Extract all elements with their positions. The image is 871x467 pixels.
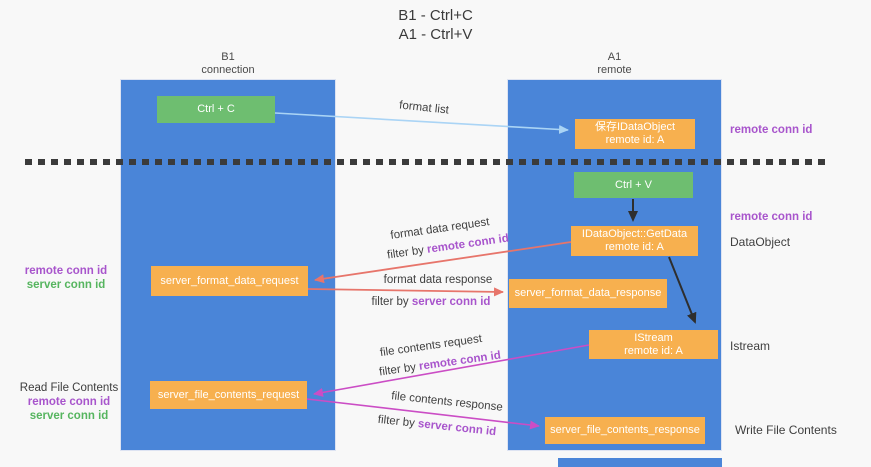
- box-server-format-data-response: server_format_data_response: [509, 279, 667, 308]
- arrow-format-data-response: [307, 287, 504, 297]
- box-idataobject-getdata: IDataObject::GetData remote id: A: [571, 226, 698, 256]
- filter-by-text: filter by: [371, 296, 412, 308]
- label-format-list: format list: [398, 99, 450, 117]
- partial-element-bottom: [558, 458, 722, 467]
- filter-by-text: filter by: [386, 243, 428, 262]
- box-istream-line1: IStream: [634, 331, 673, 344]
- title-line-2: A1 - Ctrl+V: [398, 26, 473, 43]
- filter-key-remote-conn-id: remote conn id: [426, 232, 510, 256]
- label-remote-conn-id-left-top: remote conn id: [24, 265, 108, 277]
- box-ctrl-v-label: Ctrl + V: [615, 178, 652, 191]
- box-server-file-contents-response: server_file_contents_response: [545, 417, 705, 444]
- label-remote-conn-id-left-bottom: remote conn id: [27, 396, 111, 408]
- label-istream: Istream: [730, 339, 771, 353]
- filter-by-text: filter by: [378, 360, 420, 379]
- label-filter-file-response: filter by server conn id: [347, 411, 527, 442]
- title-line-1: B1 - Ctrl+C: [398, 7, 473, 24]
- filter-key-server-conn-id: server conn id: [417, 418, 497, 439]
- label-read-file-contents: Read File Contents: [19, 382, 119, 394]
- phase-separator-dashed-line: [25, 159, 831, 165]
- box-ctrl-c-label: Ctrl + C: [197, 103, 235, 115]
- box-istream-line2: remote id: A: [624, 344, 683, 357]
- box-save-idataobject-line1: 保存IDataObject: [594, 121, 676, 133]
- lifeline-b1-role: connection: [201, 63, 255, 76]
- lifeline-a1-name: A1: [607, 51, 622, 63]
- box-ctrl-v: Ctrl + V: [574, 172, 693, 198]
- box-save-idataobject-line2: remote id: A: [605, 134, 665, 146]
- box-ctrl-c: Ctrl + C: [157, 96, 275, 123]
- lifeline-a1-role: remote: [597, 63, 632, 76]
- label-dataobject: DataObject: [730, 235, 791, 249]
- filter-key-remote-conn-id: remote conn id: [418, 349, 502, 373]
- box-server-file-contents-request: server_file_contents_request: [150, 381, 307, 409]
- box-server-format-data-response-label: server_format_data_response: [514, 287, 662, 299]
- box-idataobject-getdata-line2: remote id: A: [605, 241, 664, 253]
- diagram-title: B1 - Ctrl+C A1 - Ctrl+V: [0, 6, 871, 44]
- box-istream: IStream remote id: A: [589, 330, 718, 359]
- label-remote-conn-id-mid-right: remote conn id: [730, 211, 813, 223]
- label-server-conn-id-left-top: server conn id: [26, 279, 106, 291]
- filter-key-server-conn-id: server conn id: [411, 296, 491, 308]
- filter-by-text: filter by: [377, 413, 419, 430]
- label-remote-conn-id-top-right: remote conn id: [730, 124, 813, 136]
- label-write-file-contents: Write File Contents: [735, 423, 837, 437]
- left-conn-id-group-bottom: Read File Contents remote conn id server…: [10, 381, 128, 423]
- box-server-format-data-request-label: server_format_data_request: [160, 274, 299, 287]
- box-save-idataobject: 保存IDataObject remote id: A: [575, 119, 695, 149]
- label-server-conn-id-left-bottom: server conn id: [29, 410, 109, 422]
- box-server-file-contents-request-label: server_file_contents_request: [157, 388, 300, 401]
- box-idataobject-getdata-line1: IDataObject::GetData: [581, 228, 688, 240]
- box-server-file-contents-response-label: server_file_contents_response: [550, 424, 700, 436]
- lifeline-header-a1: A1 remote: [507, 51, 722, 76]
- box-server-format-data-request: server_format_data_request: [151, 266, 308, 296]
- lifeline-header-b1: B1 connection: [120, 51, 336, 76]
- left-conn-id-group-top: remote conn id server conn id: [10, 264, 122, 292]
- label-format-data-response: format data response: [383, 274, 493, 286]
- label-filter-format-response: filter by server conn id: [341, 296, 521, 308]
- lifeline-b1-name: B1: [221, 51, 235, 63]
